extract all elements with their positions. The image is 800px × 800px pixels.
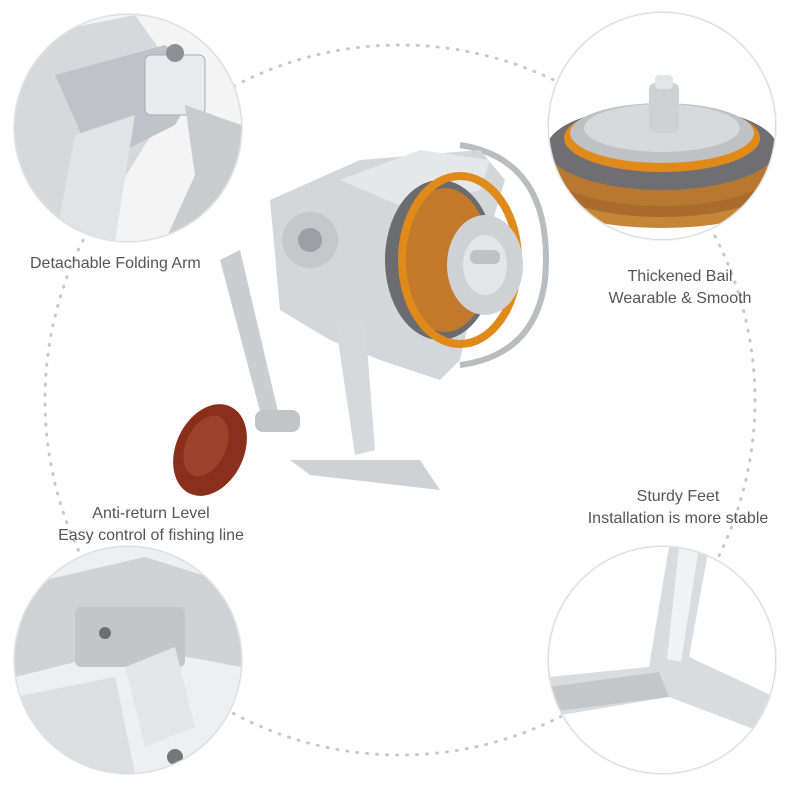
folding-arm-label-line1: Detachable Folding Arm	[30, 255, 201, 272]
anti-return-label-line1: Anti-return Level	[92, 505, 210, 522]
feet-label-line2: Installation is more stable	[587, 510, 769, 527]
anti-return-detail-image	[14, 546, 242, 774]
foot-detail-image	[548, 546, 776, 774]
bail-label-line1: Thickened Bail	[627, 268, 733, 285]
spinning-reel-image	[160, 120, 580, 520]
feet-label-line1: Sturdy Feet	[636, 488, 720, 505]
folding-arm-label: Detachable Folding Arm	[30, 253, 201, 275]
anti-return-label-line2: Easy control of fishing line	[58, 527, 244, 544]
bail-label-line2: Wearable & Smooth	[608, 290, 752, 307]
bail-detail-image	[548, 12, 776, 240]
anti-return-label: Anti-return Level Easy control of fishin…	[48, 503, 254, 547]
bail-label: Thickened Bail Wearable & Smooth	[596, 266, 764, 310]
feet-label: Sturdy Feet Installation is more stable	[578, 486, 778, 530]
